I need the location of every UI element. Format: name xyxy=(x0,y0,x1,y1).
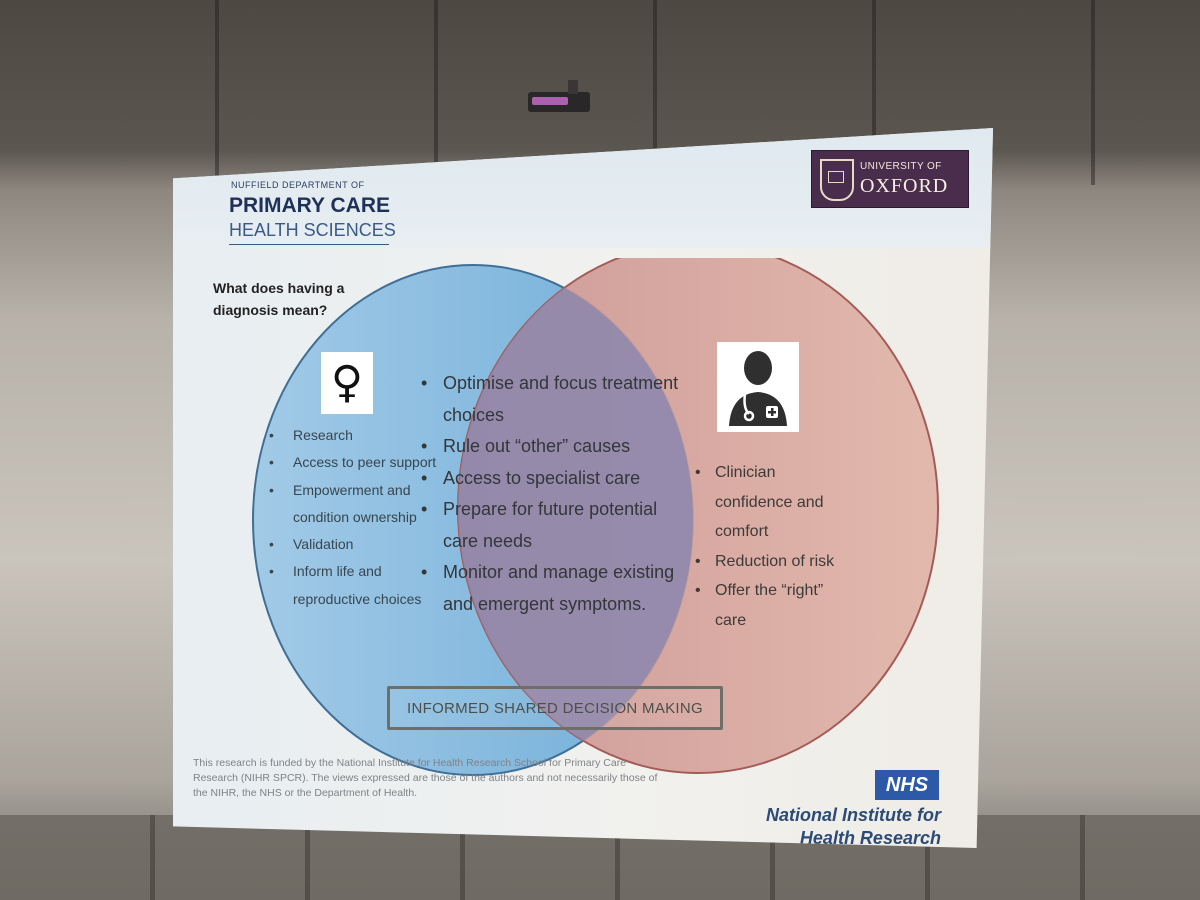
oxford-university-of: UNIVERSITY OF xyxy=(860,161,942,172)
list-item: Rule out “other” causes xyxy=(421,431,681,463)
list-item: Access to peer support xyxy=(269,449,439,477)
projector-led xyxy=(532,97,568,105)
list-item: Offer the “right” care xyxy=(695,576,845,635)
list-item: Prepare for future potential care needs xyxy=(421,494,681,557)
nihr-line-1: National Institute for xyxy=(766,805,941,825)
list-item: Optimise and focus treatment choices xyxy=(421,368,681,431)
crest-book-icon xyxy=(828,171,844,183)
female-symbol-box: ♀ xyxy=(321,352,373,414)
projector xyxy=(528,80,590,112)
oxford-name: OXFORD xyxy=(860,175,949,197)
oxford-crest-icon xyxy=(820,159,854,201)
patient-benefits-list: Research Access to peer support Empowerm… xyxy=(269,422,439,613)
shared-benefits-list: Optimise and focus treatment choices Rul… xyxy=(421,368,681,620)
doctor-icon xyxy=(729,351,787,426)
presentation-slide: NUFFIELD DEPARTMENT OF PRIMARY CARE HEAL… xyxy=(173,128,993,848)
department-subtitle: HEALTH SCIENCES xyxy=(229,220,396,240)
list-item: Research xyxy=(269,422,439,450)
nihr-line-2: Health Research xyxy=(799,828,941,848)
female-symbol-icon: ♀ xyxy=(330,357,364,408)
list-item: Empowerment and condition ownership xyxy=(269,477,439,532)
funding-disclaimer: This research is funded by the National … xyxy=(193,757,658,800)
list-item: Access to specialist care xyxy=(421,463,681,495)
list-item: Inform life and reproductive choices xyxy=(269,558,439,613)
decision-making-box: INFORMED SHARED DECISION MAKING xyxy=(387,686,723,730)
clinician-benefits-list: Clinician confidence and comfort Reducti… xyxy=(695,458,845,636)
slide-question: What does having a diagnosis mean? xyxy=(213,280,345,318)
list-item: Validation xyxy=(269,531,439,559)
doctor-box xyxy=(717,342,799,432)
department-title: PRIMARY CARE xyxy=(229,194,391,217)
nhs-logo: NHS xyxy=(875,770,939,800)
department-underline xyxy=(229,244,389,245)
oxford-logo: UNIVERSITY OF OXFORD xyxy=(811,150,969,208)
nihr-name: National Institute for Health Research xyxy=(741,804,941,848)
list-item: Reduction of risk xyxy=(695,547,845,577)
department-small: NUFFIELD DEPARTMENT OF xyxy=(231,180,365,190)
projector-mount xyxy=(568,80,578,94)
decision-making-label: INFORMED SHARED DECISION MAKING xyxy=(407,699,703,717)
list-item: Clinician confidence and comfort xyxy=(695,458,845,547)
list-item: Monitor and manage existing and emergent… xyxy=(421,557,681,620)
